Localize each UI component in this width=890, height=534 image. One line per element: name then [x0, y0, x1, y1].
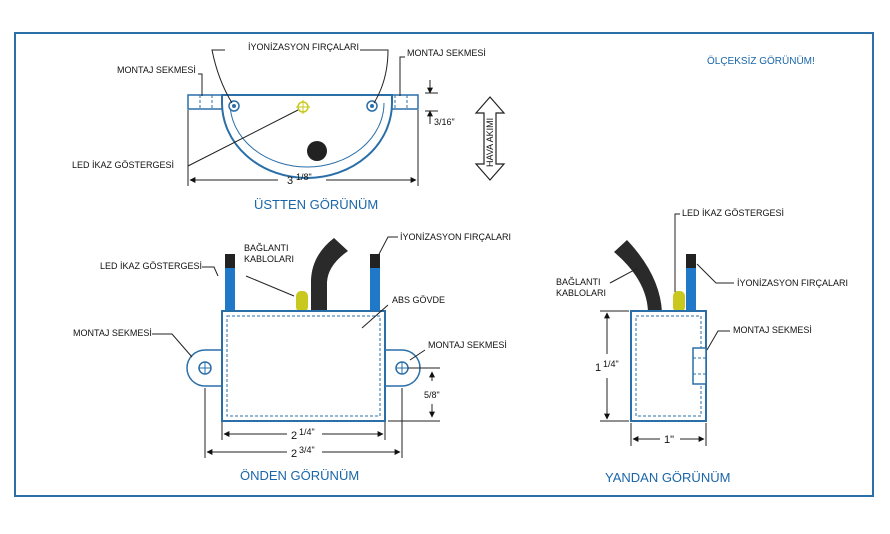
front-brush-left-tip [225, 254, 235, 268]
side-brush [686, 268, 696, 312]
diagram-frame [14, 32, 874, 497]
front-led-label: LED İKAZ GÖSTERGESİ [100, 261, 202, 271]
front-dim-tab: 5/8" [424, 390, 440, 400]
side-led-label: LED İKAZ GÖSTERGESİ [682, 208, 784, 218]
side-tab [692, 347, 707, 385]
side-tab-label: MONTAJ SEKMESİ [733, 325, 812, 335]
top-dim-width-main: 3 [287, 175, 293, 187]
top-dim-height: 3/16" [434, 117, 455, 127]
top-tab-left-label: MONTAJ SEKMESİ [117, 65, 196, 75]
front-brushes-label: İYONİZASYON FIRÇALARI [400, 232, 511, 242]
top-view-cable [307, 141, 327, 161]
front-dim-outer-main: 2 [291, 448, 297, 460]
front-brush-left [225, 268, 235, 312]
top-view-housing [221, 94, 393, 179]
top-dim-width-frac: 1/8" [296, 172, 312, 182]
side-view-title: YANDAN GÖRÜNÜM [605, 470, 730, 485]
front-dim-inner-main: 2 [291, 430, 297, 442]
front-tab-right-label: MONTAJ SEKMESİ [428, 340, 507, 350]
side-brush-tip [686, 254, 696, 268]
airflow-label: HAVA AKIMI [485, 118, 495, 167]
front-view-title: ÖNDEN GÖRÜNÜM [240, 468, 359, 483]
front-body-label: ABS GÖVDE [392, 295, 445, 305]
front-cable [311, 238, 348, 312]
front-dim-outer-frac: 3/4" [299, 445, 315, 455]
side-cables-label-2: KABLOLARI [556, 288, 606, 298]
top-tab-right-label: MONTAJ SEKMESİ [407, 48, 486, 58]
side-brushes-label: İYONİZASYON FIRÇALARI [737, 278, 848, 288]
side-dim-width: 1" [664, 434, 674, 446]
front-brush-right [370, 268, 380, 312]
front-cables-label-2: KABLOLARI [244, 254, 294, 264]
front-cables-label-1: BAĞLANTI [244, 243, 289, 253]
side-view: LED İKAZ GÖSTERGESİ BAĞLANTI KABLOLARI İ… [556, 208, 848, 485]
airflow-arrow [474, 96, 506, 181]
front-view: BAĞLANTI KABLOLARI LED İKAZ GÖSTERGESİ İ… [73, 232, 511, 483]
side-cable [614, 240, 662, 312]
top-view-title: ÜSTTEN GÖRÜNÜM [254, 197, 378, 212]
not-to-scale-note: ÖLÇEKSİZ GÖRÜNÜM! [707, 54, 815, 67]
top-led-label: LED İKAZ GÖSTERGESİ [72, 160, 174, 170]
front-brush-right-tip [370, 254, 380, 268]
top-view: İYONİZASYON FIRÇALARI MONTAJ SEKMESİ MON… [72, 42, 506, 212]
front-led [296, 291, 308, 312]
top-brushes-label: İYONİZASYON FIRÇALARI [248, 42, 359, 52]
side-dim-height-main: 1 [595, 362, 601, 374]
front-tab-left-label: MONTAJ SEKMESİ [73, 328, 152, 338]
side-led [673, 291, 685, 312]
front-dim-inner-frac: 1/4" [299, 427, 315, 437]
front-body [221, 310, 386, 422]
side-dim-height-frac: 1/4" [603, 359, 619, 369]
side-cables-label-1: BAĞLANTI [556, 277, 601, 287]
